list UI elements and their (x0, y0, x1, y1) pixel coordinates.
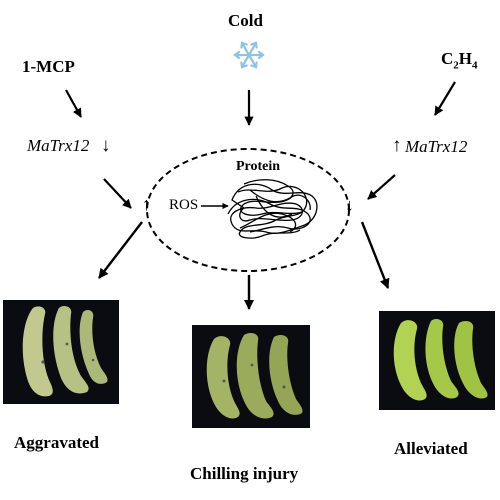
gene-left-label: MaTrx12 (27, 136, 90, 155)
ros-protein-cell-ellipse (146, 148, 350, 272)
arrow-ethylene-to-gene (434, 81, 456, 116)
ethylene-h: H (458, 49, 473, 68)
banana-left-3 (79, 310, 108, 384)
arrow-left-gene-to-ros (103, 178, 132, 209)
ethylene-c: C (441, 49, 454, 68)
banana-right-3 (454, 321, 488, 399)
tangled-protein-icon (227, 179, 318, 239)
outcome-aggravated-label: Aggravated (14, 433, 99, 452)
ethylene-sub2: 4 (472, 59, 478, 72)
arrow-right-gene-to-ros (367, 174, 396, 200)
treatment-cold-label: Cold (228, 11, 263, 30)
outcome-chilling-injury-label: Chilling injury (190, 464, 299, 483)
ros-label: ROS (169, 197, 199, 213)
banana-photo-aggravated (3, 300, 119, 404)
outcome-alleviated-label: Alleviated (394, 439, 468, 458)
snowflake-icon (233, 41, 265, 69)
banana-mid-2 (236, 333, 274, 419)
arrow-mcp-to-gene (65, 89, 82, 118)
treatment-1mcp-label: 1-MCP (22, 57, 75, 76)
protein-label: Protein (236, 159, 281, 174)
gene-right-label: MaTrx12 (405, 137, 468, 156)
arrow-to-aggravated (98, 221, 143, 279)
gene-left-down-arrow: ↓ (101, 135, 111, 156)
banana-mid-1 (206, 336, 240, 419)
banana-right-1 (393, 320, 427, 401)
treatment-ethylene-label: C2H4 (441, 50, 478, 71)
ros-down-arrow: ↓ (345, 195, 354, 215)
banana-mid-3 (269, 335, 303, 415)
ros-up-arrow: ↑ (142, 194, 151, 214)
gene-right-up-arrow: ↑ (392, 135, 402, 156)
banana-left-1 (22, 306, 53, 397)
banana-left-2 (53, 306, 89, 394)
arrow-to-alleviated (360, 221, 390, 289)
ethylene-sub1: 2 (453, 59, 459, 72)
banana-photo-alleviated (379, 311, 495, 410)
banana-right-2 (425, 319, 459, 399)
banana-photo-chilling-injury (192, 325, 310, 428)
